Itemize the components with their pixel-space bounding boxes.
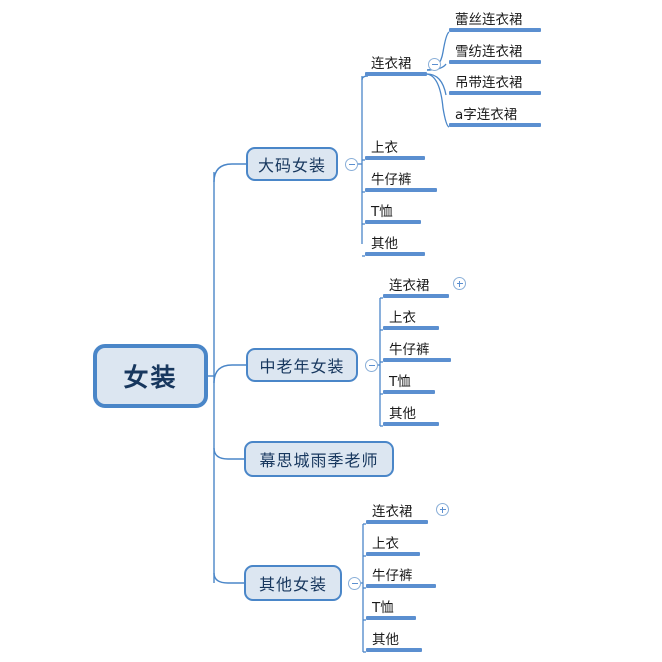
- node-qita-1[interactable]: 其他: [365, 230, 425, 256]
- node-niuzaiku-2-underline: [383, 358, 451, 362]
- node-lianyiqun-2-label: 连衣裙: [389, 278, 430, 294]
- node-qita-3-label: 其他: [372, 632, 399, 648]
- node-shangyi-2-underline: [383, 326, 439, 330]
- branch-qita[interactable]: 其他女装: [244, 565, 342, 601]
- node-lianyiqun-3-label: 连衣裙: [372, 504, 413, 520]
- branch-daima[interactable]: 大码女装: [246, 147, 338, 181]
- node-lianyiqun-1-child-1-underline: [449, 60, 541, 64]
- node-shangyi-1-label: 上衣: [371, 140, 398, 156]
- node-lianyiqun-2-underline: [383, 294, 449, 298]
- node-txu-3[interactable]: T恤: [366, 594, 416, 620]
- branch-daima-label: 大码女装: [257, 156, 326, 175]
- node-lianyiqun-1-toggle[interactable]: [428, 58, 441, 71]
- root-node-label: 女装: [123, 363, 178, 392]
- branch-musicheng[interactable]: 幕思城雨季老师: [244, 441, 394, 477]
- node-lianyiqun-1-child-2-label: 吊带连衣裙: [455, 75, 523, 91]
- root-node[interactable]: 女装: [93, 344, 208, 408]
- branch-qita-label: 其他女装: [258, 575, 327, 594]
- node-txu-2-label: T恤: [389, 374, 411, 390]
- node-shangyi-2-label: 上衣: [389, 310, 416, 326]
- node-qita-1-label: 其他: [371, 236, 398, 252]
- node-lianyiqun-1-label: 连衣裙: [371, 56, 412, 72]
- node-qita-2[interactable]: 其他: [383, 400, 439, 426]
- node-txu-1-label: T恤: [371, 204, 393, 220]
- node-shangyi-3-underline: [366, 552, 420, 556]
- node-lianyiqun-3-underline: [366, 520, 428, 524]
- node-niuzaiku-3-underline: [366, 584, 436, 588]
- node-niuzaiku-1-underline: [365, 188, 437, 192]
- node-shangyi-2[interactable]: 上衣: [383, 304, 439, 330]
- node-qita-3[interactable]: 其他: [366, 626, 422, 652]
- node-niuzaiku-3-label: 牛仔裤: [372, 568, 413, 584]
- branch-musicheng-label: 幕思城雨季老师: [259, 451, 379, 470]
- node-shangyi-3[interactable]: 上衣: [366, 530, 420, 556]
- node-lianyiqun-1-child-1[interactable]: 雪纺连衣裙: [449, 38, 541, 64]
- node-niuzaiku-1-label: 牛仔裤: [371, 172, 412, 188]
- node-lianyiqun-1-child-0[interactable]: 蕾丝连衣裙: [449, 6, 541, 32]
- node-txu-3-label: T恤: [372, 600, 394, 616]
- node-niuzaiku-1[interactable]: 牛仔裤: [365, 166, 437, 192]
- node-lianyiqun-1-child-0-label: 蕾丝连衣裙: [455, 12, 523, 28]
- node-lianyiqun-1-child-2[interactable]: 吊带连衣裙: [449, 69, 541, 95]
- branch-daima-toggle[interactable]: [345, 158, 358, 171]
- node-niuzaiku-2-label: 牛仔裤: [389, 342, 430, 358]
- node-lianyiqun-1-child-3-label: a字连衣裙: [455, 107, 518, 123]
- node-niuzaiku-2[interactable]: 牛仔裤: [383, 336, 451, 362]
- node-lianyiqun-1[interactable]: 连衣裙: [365, 50, 427, 76]
- node-txu-2-underline: [383, 390, 435, 394]
- node-qita-2-label: 其他: [389, 406, 416, 422]
- node-shangyi-1[interactable]: 上衣: [365, 134, 425, 160]
- node-qita-3-underline: [366, 648, 422, 652]
- node-lianyiqun-2-toggle[interactable]: [453, 277, 466, 290]
- node-lianyiqun-1-underline: [365, 72, 427, 76]
- node-lianyiqun-1-child-0-underline: [449, 28, 541, 32]
- node-txu-1[interactable]: T恤: [365, 198, 421, 224]
- node-niuzaiku-3[interactable]: 牛仔裤: [366, 562, 436, 588]
- branch-zhonglaonian-toggle[interactable]: [365, 359, 378, 372]
- branch-zhonglaonian[interactable]: 中老年女装: [246, 348, 358, 382]
- node-txu-2[interactable]: T恤: [383, 368, 435, 394]
- node-lianyiqun-3-toggle[interactable]: [436, 503, 449, 516]
- node-lianyiqun-2[interactable]: 连衣裙: [383, 272, 449, 298]
- node-lianyiqun-1-child-2-underline: [449, 91, 541, 95]
- node-lianyiqun-1-child-3[interactable]: a字连衣裙: [449, 101, 541, 127]
- node-lianyiqun-3[interactable]: 连衣裙: [366, 498, 428, 524]
- node-shangyi-3-label: 上衣: [372, 536, 399, 552]
- node-qita-2-underline: [383, 422, 439, 426]
- node-lianyiqun-1-child-1-label: 雪纺连衣裙: [455, 44, 523, 60]
- branch-zhonglaonian-label: 中老年女装: [259, 357, 345, 376]
- node-txu-1-underline: [365, 220, 421, 224]
- branch-qita-toggle[interactable]: [348, 577, 361, 590]
- node-shangyi-1-underline: [365, 156, 425, 160]
- node-lianyiqun-1-child-3-underline: [449, 123, 541, 127]
- node-txu-3-underline: [366, 616, 416, 620]
- node-qita-1-underline: [365, 252, 425, 256]
